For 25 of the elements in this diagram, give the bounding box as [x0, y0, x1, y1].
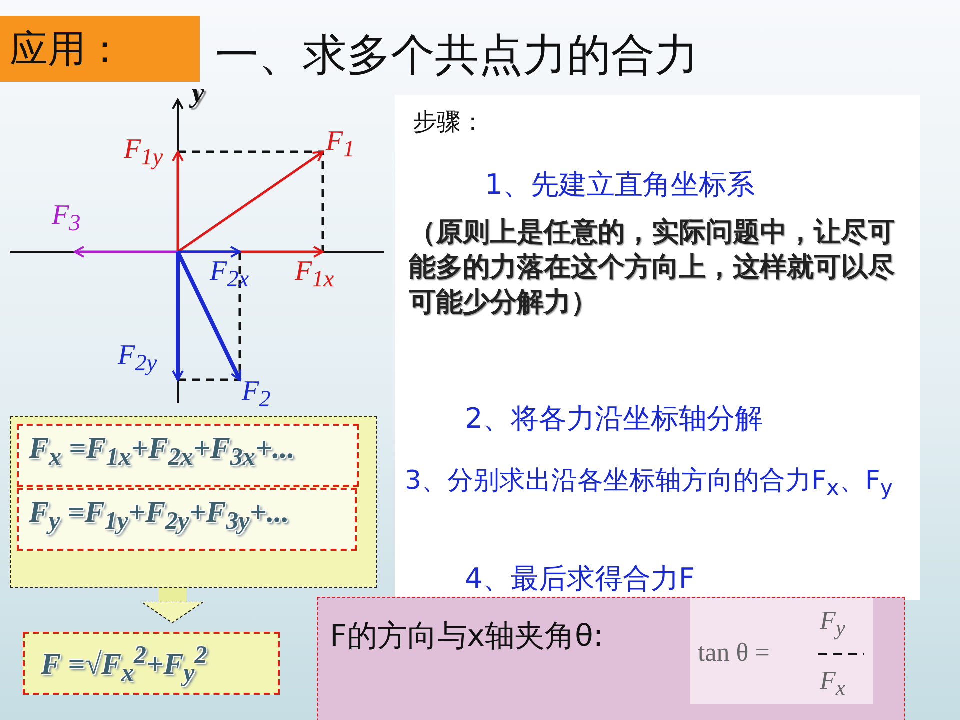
step-text: 4、最后求得合力F — [465, 561, 695, 597]
force-label: F$_{3}$ — [52, 200, 81, 238]
steps-panel — [395, 95, 920, 600]
force-label: F$_{1}$ — [326, 126, 355, 164]
force-label: F$_{1y}$ — [124, 134, 164, 172]
force-label: F$_{2x}$ — [210, 256, 250, 294]
block-arrow — [141, 588, 204, 624]
force-label: F$_{1x}$ — [295, 256, 334, 294]
step-text: 步骤： — [413, 107, 485, 138]
slide-title: 一、求多个共点力的合力 — [215, 29, 699, 83]
note-panel — [317, 597, 905, 720]
formula: F$_{y}$ =F$_{1y}$+F$_{2y}$+F$_{3y}$+... — [17, 488, 357, 551]
numerator: F$_{y}$ — [820, 606, 846, 642]
formula: F$_{x}$ =F$_{1x}$+F$_{2x}$+F$_{3x}$+... — [17, 424, 359, 487]
step-text: （原则上是任意的，实际问题中，让尽可能多的力落在这个方向上，这样就可以尽可能少分解力） — [409, 216, 896, 320]
force-label: F$_{2y}$ — [118, 340, 158, 378]
note-text: F的方向与x轴夹角θ: — [330, 618, 604, 656]
heading-tag: 应用： — [0, 16, 200, 82]
step-text: 1、先建立直角坐标系 — [485, 167, 755, 203]
formula-panel — [10, 416, 377, 588]
force-label: F$_{2}$ — [242, 376, 271, 414]
step-text: 2、将各力沿坐标轴分解 — [465, 401, 763, 437]
denominator: F$_{x}$ — [820, 666, 846, 702]
formula-text: tan θ = — [698, 638, 770, 668]
step-text: 3、分别求出沿各坐标轴方向的合力F$_{x}$、F$_{y}$ — [405, 465, 894, 504]
